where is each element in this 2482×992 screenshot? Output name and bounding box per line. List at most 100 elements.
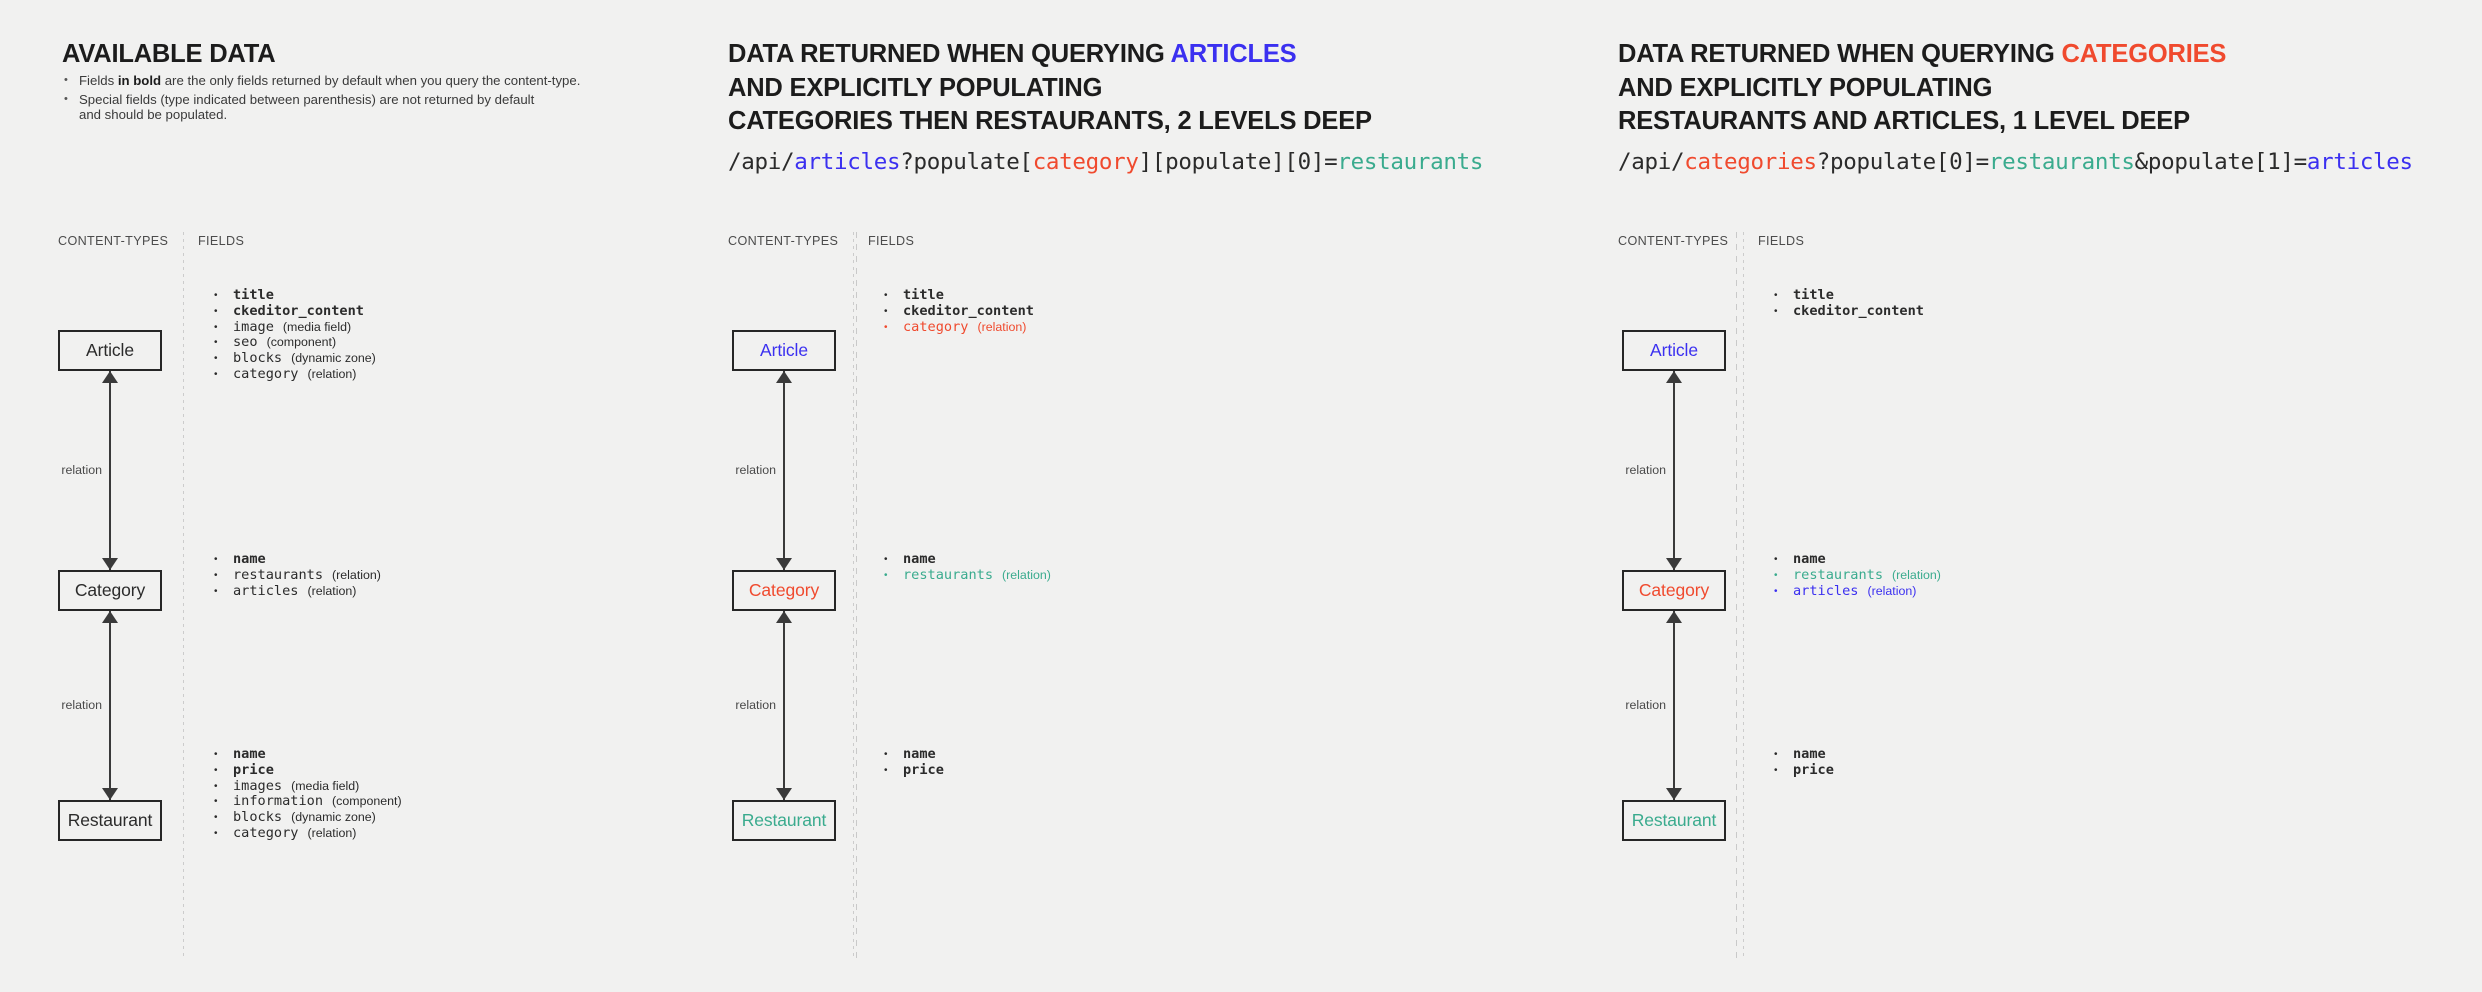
caption-content-types: CONTENT-TYPES	[1618, 234, 1729, 248]
field-row: name	[1772, 746, 1834, 763]
relation-label: relation	[735, 462, 776, 477]
field-row: title	[212, 287, 376, 304]
caption-fields: FIELDS	[1758, 234, 1805, 248]
endpoint-segment: categories	[1684, 149, 1817, 175]
field-name: blocks	[233, 809, 283, 826]
relation-label: relation	[735, 697, 776, 712]
field-list: namerestaurants(relation)	[882, 551, 1051, 584]
panel-divider	[1736, 232, 1737, 960]
heading-line: DATA RETURNED WHEN QUERYING ARTICLES	[728, 38, 1372, 72]
field-row: articles(relation)	[1772, 583, 1941, 600]
endpoint-segment: /api/	[1618, 149, 1685, 175]
field-name: ckeditor_content	[233, 302, 364, 319]
field-name: price	[903, 761, 944, 778]
field-row: price	[1772, 762, 1834, 779]
legend-notes: Fields in bold are the only fields retur…	[62, 71, 602, 125]
field-name: restaurants	[1793, 566, 1884, 583]
heading-segment: AND EXPLICITLY POPULATING	[1618, 73, 1993, 102]
field-row: name	[882, 746, 944, 763]
entity-box-restaurant[interactable]: Restaurant	[58, 800, 162, 841]
field-name: blocks	[233, 350, 283, 367]
field-name: restaurants	[903, 566, 994, 583]
field-type: (media field)	[291, 778, 360, 793]
legend-note: and should be populated.	[62, 106, 602, 125]
arrowhead-down-icon	[102, 558, 118, 570]
field-list: nameprice	[882, 746, 944, 779]
note-text-pre: Special fields (type indicated between p…	[79, 91, 535, 107]
entity-box-category[interactable]: Category	[732, 570, 836, 611]
field-list: titleckeditor_contentcategory(relation)	[882, 287, 1034, 336]
heading-segment: DATA RETURNED WHEN QUERYING	[1618, 40, 2062, 68]
field-list: titleckeditor_contentimage(media field)s…	[212, 287, 376, 383]
field-name: title	[233, 287, 274, 303]
caption-fields: FIELDS	[868, 234, 915, 248]
field-name: images	[233, 777, 283, 794]
relation-line	[783, 371, 785, 570]
field-list: namerestaurants(relation)articles (relati…	[212, 551, 381, 599]
field-list: nameprice	[1772, 746, 1834, 779]
relation-label: relation	[1625, 697, 1666, 712]
field-row: name	[212, 746, 402, 763]
arrowhead-down-icon	[776, 558, 792, 570]
field-type: (dynamic zone)	[291, 351, 376, 366]
arrowhead-up-icon	[1666, 371, 1682, 383]
caption-fields: FIELDS	[198, 234, 245, 248]
heading-line: AVAILABLE DATA	[62, 38, 276, 72]
entity-box-article[interactable]: Article	[732, 330, 836, 371]
endpoint-segment: ][populate][0]=	[1138, 149, 1338, 175]
field-name: name	[233, 551, 266, 567]
field-type: (relation)	[307, 366, 357, 381]
field-name: category	[233, 824, 299, 841]
legend-note: Special fields (type indicated between p…	[62, 90, 602, 110]
field-row: category (relation)	[212, 824, 402, 842]
field-name: articles	[233, 582, 299, 599]
relation-label: relation	[61, 462, 102, 477]
arrowhead-down-icon	[1666, 558, 1682, 570]
endpoint-segment: articles	[2306, 149, 2413, 175]
field-name: name	[1793, 551, 1826, 567]
field-row: seo(component)	[212, 334, 376, 351]
arrowhead-up-icon	[102, 371, 118, 383]
field-type: (relation)	[332, 567, 381, 582]
field-list: namerestaurants(relation)articles(relati…	[1772, 551, 1941, 600]
entity-box-category[interactable]: Category	[1622, 570, 1726, 611]
field-name: title	[903, 287, 944, 303]
entity-box-article[interactable]: Article	[58, 330, 162, 371]
note-text-post: are the only fields returned by default …	[161, 73, 581, 88]
field-type: (relation)	[977, 319, 1027, 334]
relation-line	[1673, 611, 1675, 800]
entity-box-restaurant[interactable]: Restaurant	[732, 800, 836, 841]
fields-divider	[853, 232, 854, 960]
field-row: image(media field)	[212, 319, 376, 336]
field-row: price	[212, 762, 402, 779]
relation-label: relation	[61, 697, 102, 712]
field-type: (relation)	[307, 825, 357, 840]
endpoint-segment: category	[1032, 149, 1139, 175]
field-name: seo	[233, 334, 258, 351]
entity-box-category[interactable]: Category	[58, 570, 162, 611]
entity-box-article[interactable]: Article	[1622, 330, 1726, 371]
field-list: namepriceimages(media field)information(…	[212, 746, 402, 842]
relation-line	[109, 371, 111, 570]
field-row: title	[882, 287, 1034, 304]
endpoint-segment: articles	[794, 149, 901, 175]
heading-line: DATA RETURNED WHEN QUERYING CATEGORIES	[1618, 38, 2226, 72]
panel-available-data: AVAILABLE DATA Fields in bold are the onl…	[0, 0, 856, 992]
legend-note: Fields in bold are the only fields retur…	[62, 71, 602, 91]
fields-divider	[1743, 232, 1744, 960]
field-row: price	[882, 761, 944, 779]
heading-line: CATEGORIES THEN RESTAURANTS, 2 LEVELS DE…	[728, 105, 1372, 139]
heading-segment: DATA RETURNED WHEN QUERYING	[728, 40, 1171, 68]
field-row: category(relation)	[882, 319, 1034, 336]
field-row: ckeditor_content	[882, 303, 1034, 320]
fields-divider	[183, 232, 184, 960]
arrowhead-up-icon	[102, 611, 118, 623]
entity-box-restaurant[interactable]: Restaurant	[1622, 800, 1726, 841]
field-row: restaurants(relation)	[212, 567, 381, 584]
heading-segment: AVAILABLE DATA	[62, 40, 276, 68]
field-row: images (media field)	[212, 777, 402, 795]
